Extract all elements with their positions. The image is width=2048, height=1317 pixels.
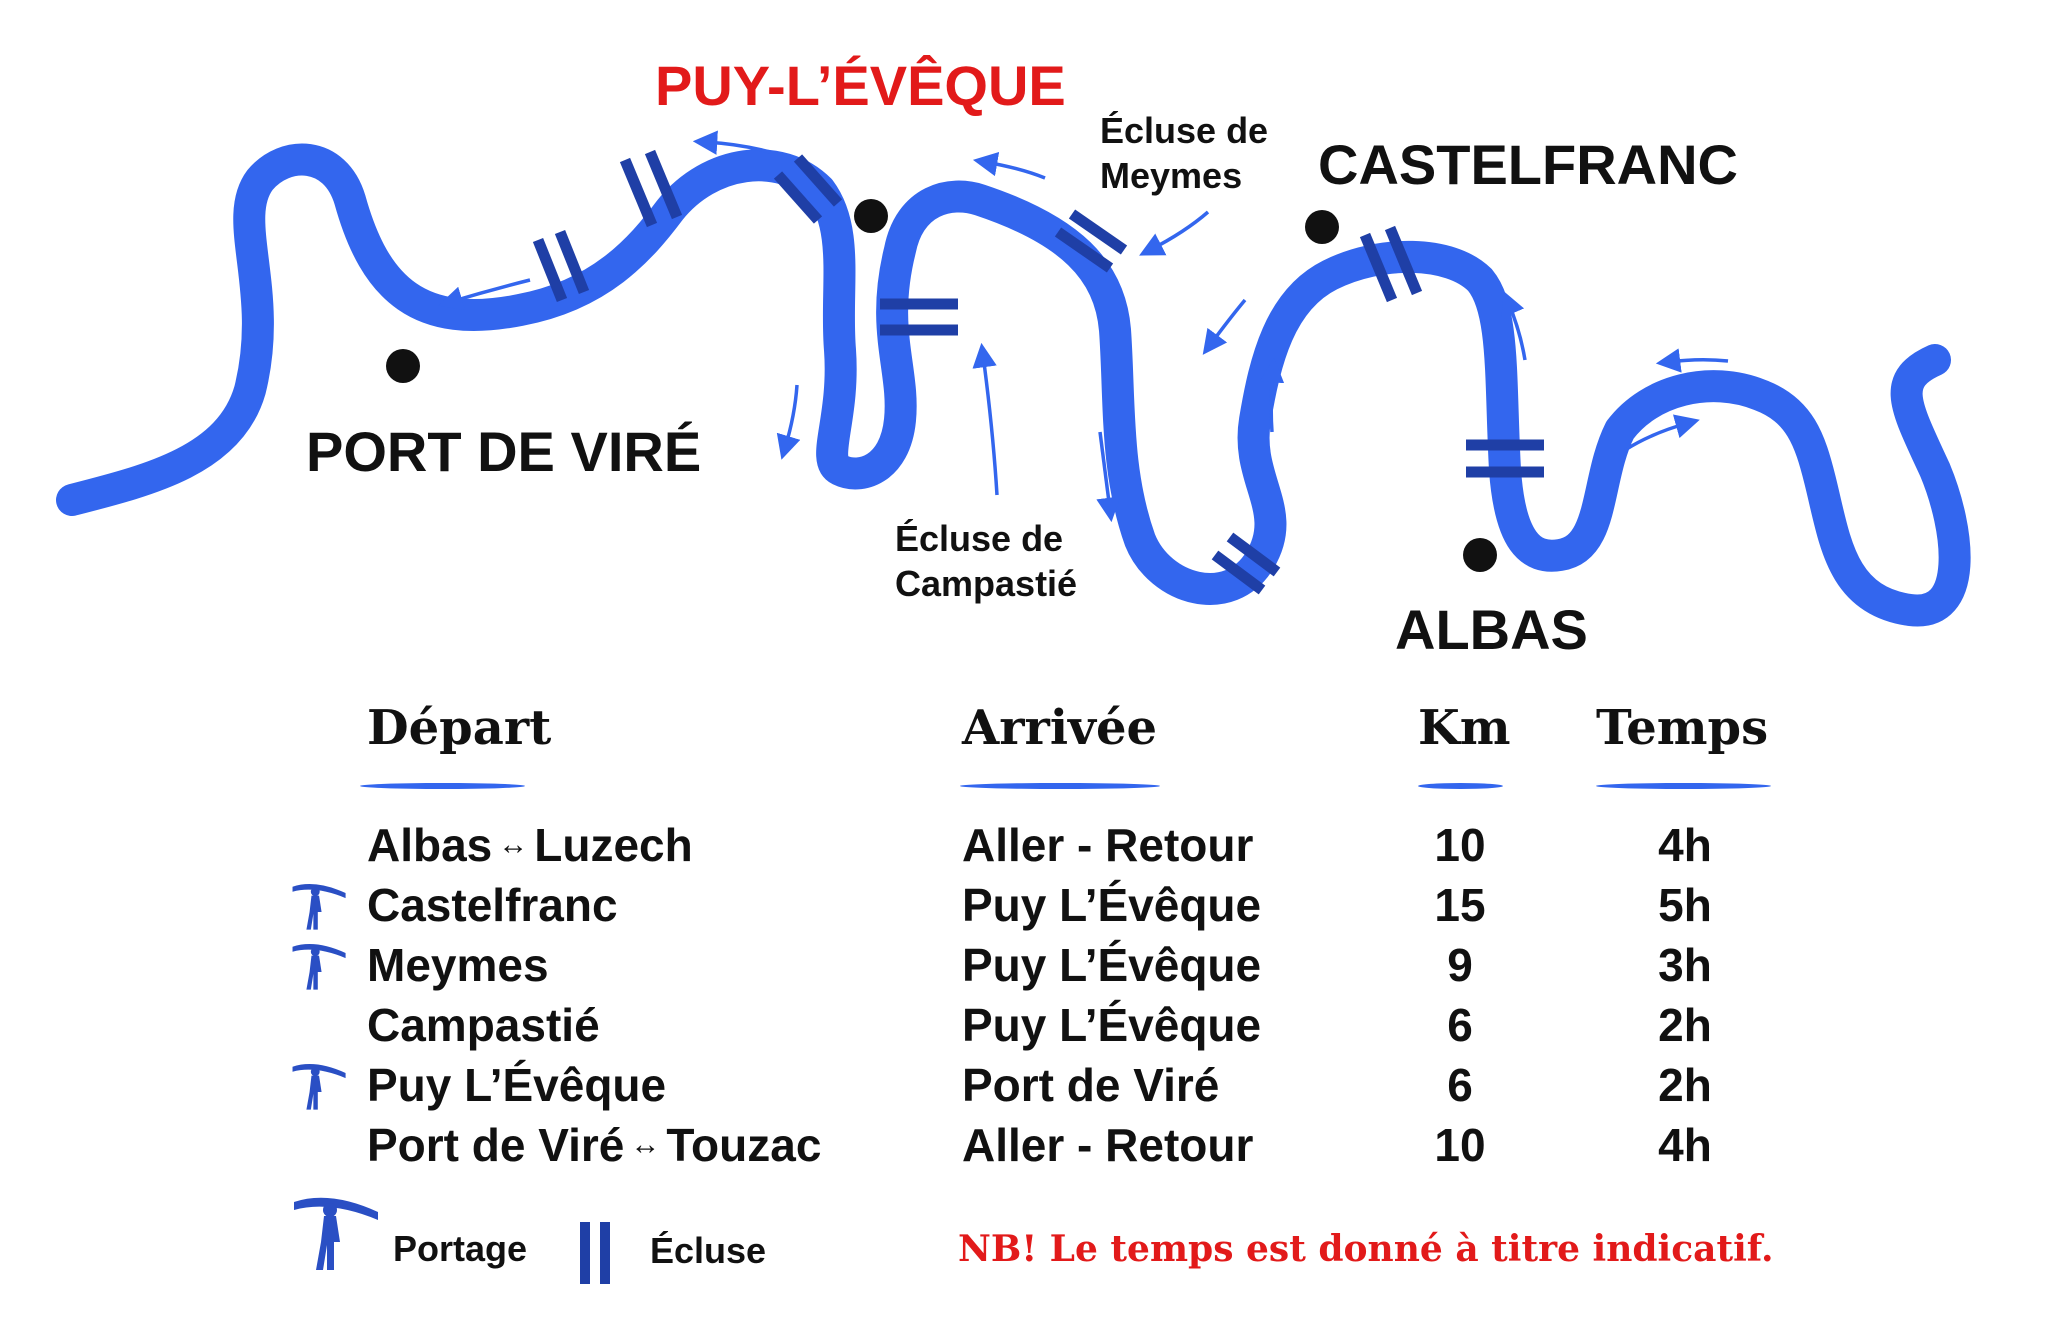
- label-port-de-vire: PORT DE VIRÉ: [306, 420, 702, 483]
- depart-destination: Luzech: [534, 819, 693, 871]
- lock-double-bar-icon: [580, 1222, 610, 1284]
- label-ecluse-meymes: Écluse de Meymes: [1100, 110, 1269, 196]
- depart-name: Meymes: [367, 939, 549, 991]
- depart-name: Campastié: [367, 999, 600, 1051]
- town-dot-castelfranc: [1305, 210, 1339, 244]
- cell-temps: 3h: [1658, 939, 1712, 991]
- lock-marker: [773, 154, 843, 224]
- river-lot: [56, 143, 1971, 627]
- depart-name: Puy L’Évêque: [367, 1059, 667, 1111]
- cell-km: 6: [1447, 999, 1473, 1051]
- cell-depart: Albas↔Luzech: [367, 822, 693, 868]
- cell-arrivee: Puy L’Évêque: [962, 939, 1262, 991]
- river-map: [56, 130, 1971, 627]
- cell-arrivee: Aller - Retour: [962, 819, 1254, 871]
- cell-arrivee: Puy L’Évêque: [962, 879, 1262, 931]
- cell-temps: 4h: [1658, 1119, 1712, 1171]
- town-dot-puy-leveque: [854, 199, 888, 233]
- town-dot-albas: [1463, 538, 1497, 572]
- cell-depart: Meymes: [367, 942, 549, 988]
- legend-portage-label: Portage: [393, 1228, 528, 1269]
- cell-arrivee: Port de Viré: [962, 1059, 1220, 1111]
- header-underline: [1418, 783, 1503, 789]
- cell-temps: 2h: [1658, 999, 1712, 1051]
- header-underline: [1596, 783, 1771, 789]
- depart-name: Albas: [367, 819, 493, 871]
- lock-marker: [532, 229, 590, 303]
- portage-icon: [292, 1064, 346, 1110]
- legend-ecluse-label: Écluse: [650, 1230, 767, 1271]
- town-dot-port-de-vire: [386, 349, 420, 383]
- portage-icon: [292, 884, 346, 930]
- cell-depart: Port de Viré↔Touzac: [367, 1122, 821, 1168]
- cell-km: 10: [1434, 819, 1486, 871]
- cell-arrivee: Puy L’Évêque: [962, 999, 1262, 1051]
- cell-km: 15: [1434, 879, 1486, 931]
- cell-depart: Campastié: [367, 1002, 600, 1048]
- two-way-arrow-icon: ↔: [498, 827, 529, 861]
- cell-temps: 4h: [1658, 819, 1712, 871]
- depart-name: Castelfranc: [367, 879, 618, 931]
- label-albas: ALBAS: [1395, 598, 1588, 661]
- lock-marker: [1054, 209, 1128, 273]
- lock-marker: [880, 298, 958, 336]
- header-underline: [360, 783, 525, 789]
- portage-icon: [294, 1197, 378, 1270]
- cell-temps: 5h: [1658, 879, 1712, 931]
- lock-marker: [619, 149, 683, 228]
- label-puy-leveque: PUY-L’ÉVÊQUE: [655, 54, 1066, 117]
- cell-km: 10: [1434, 1119, 1486, 1171]
- label-castelfranc: CASTELFRANC: [1318, 133, 1738, 196]
- header-depart: Départ: [367, 700, 552, 756]
- note-indicative-time: NB! Le temps est donné à titre indicatif…: [958, 1228, 1774, 1270]
- cell-km: 9: [1447, 939, 1473, 991]
- cell-temps: 2h: [1658, 1059, 1712, 1111]
- depart-name: Port de Viré: [367, 1119, 625, 1171]
- lock-marker: [1211, 532, 1281, 595]
- header-temps: Temps: [1596, 700, 1769, 756]
- two-way-arrow-icon: ↔: [630, 1127, 661, 1161]
- depart-destination: Touzac: [666, 1119, 822, 1171]
- label-ecluse-campastie: Écluse de Campastié: [895, 518, 1078, 604]
- current-arrows: [438, 130, 1729, 523]
- cell-km: 6: [1447, 1059, 1473, 1111]
- cell-depart: Puy L’Évêque: [367, 1062, 666, 1108]
- header-underline: [960, 783, 1160, 789]
- lock-marker: [1359, 225, 1423, 303]
- header-arrivee: Arrivée: [962, 700, 1158, 756]
- header-km: Km: [1418, 700, 1511, 756]
- lock-marker: [1466, 439, 1544, 478]
- portage-icon: [292, 944, 346, 990]
- cell-arrivee: Aller - Retour: [962, 1119, 1254, 1171]
- cell-depart: Castelfranc: [367, 882, 618, 928]
